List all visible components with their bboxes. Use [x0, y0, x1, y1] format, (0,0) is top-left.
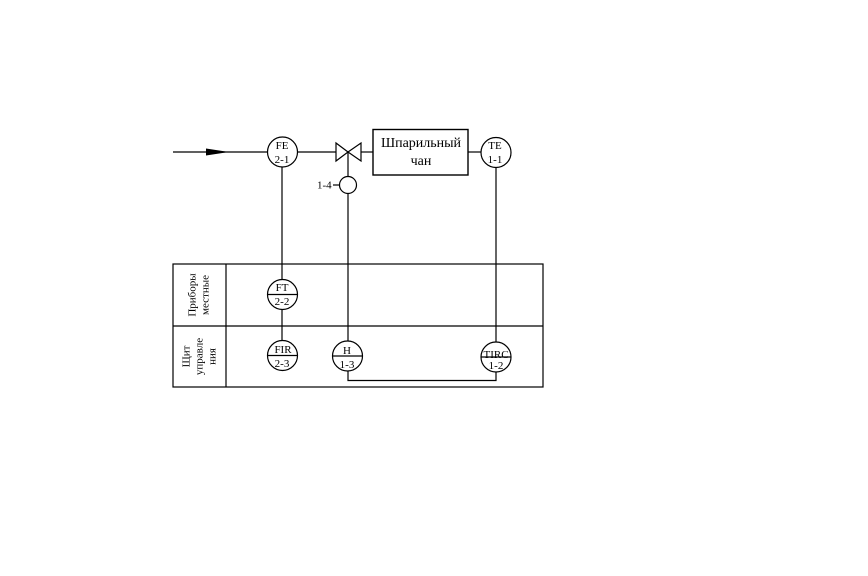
zone-local-line2: местные — [200, 275, 212, 315]
zone-label-panel: Щит управле ния — [181, 338, 219, 375]
instrument-te-number: 1-1 — [488, 154, 503, 166]
positioner-circle — [338, 175, 358, 195]
instrument-te-code: TE — [488, 140, 502, 152]
instrument-h-number: 1-3 — [340, 359, 355, 371]
control-valve-icon[interactable] — [335, 141, 362, 176]
signal-lines — [281, 167, 497, 382]
instrument-tirc[interactable]: TIRC 1-2 — [480, 341, 512, 373]
zone-panel-line3: ния — [207, 348, 219, 365]
instrument-fe-code: FE — [276, 140, 289, 152]
zone-label-local: Приборы местные — [187, 273, 212, 317]
process-pipeline — [173, 148, 481, 156]
zone-panel-line2: управле — [194, 338, 206, 375]
tank-box — [372, 128, 469, 176]
instrument-tirc-code: TIRC — [483, 349, 508, 361]
instrument-ft-code: FT — [276, 282, 289, 294]
instrument-ft-number: 2-2 — [275, 296, 290, 308]
instrument-fe-number: 2-1 — [275, 154, 290, 166]
instrument-h[interactable]: H 1-3 — [331, 340, 364, 372]
location-table: Приборы местные Щит управле ния — [172, 263, 544, 388]
signal-line-tirc-h — [347, 371, 497, 382]
instrument-h-code: H — [343, 345, 351, 357]
valve-positioner[interactable]: 1-4 — [317, 175, 358, 195]
tank-label-line2: чан — [411, 154, 432, 169]
flow-arrow-icon — [206, 148, 229, 156]
instrument-fe[interactable]: FE 2-1 — [266, 136, 299, 168]
instrument-fir-number: 2-3 — [275, 358, 290, 370]
zone-local-line1: Приборы — [187, 273, 199, 317]
tank-label-line1: Шпарильный — [381, 136, 462, 151]
instrument-ft[interactable]: FT 2-2 — [266, 278, 299, 311]
instrument-fir[interactable]: FIR 2-3 — [266, 339, 299, 372]
instrument-te[interactable]: TE 1-1 — [480, 136, 512, 169]
instrument-tirc-number: 1-2 — [489, 360, 504, 372]
positioner-label: 1-4 — [317, 180, 332, 192]
scalding-tank[interactable]: Шпарильный чан — [372, 128, 469, 176]
zone-panel-line1: Щит — [181, 345, 193, 367]
instrument-fir-code: FIR — [274, 344, 292, 356]
